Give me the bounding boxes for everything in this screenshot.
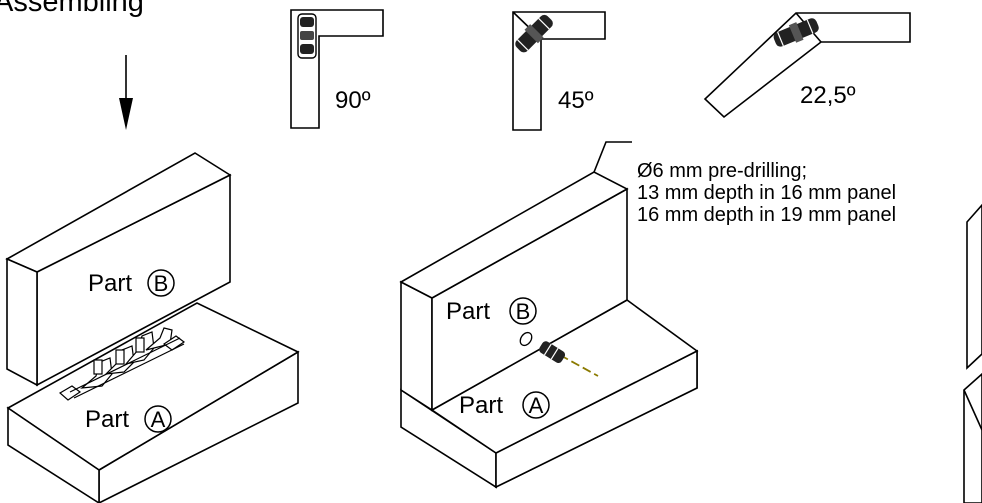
- part-b-mark: B: [147, 269, 175, 297]
- title: Assembling: [0, 0, 144, 18]
- svg-text:A: A: [529, 393, 544, 418]
- connector-icon: [297, 13, 317, 59]
- connector-icon: [539, 341, 566, 363]
- svg-text:B: B: [154, 271, 169, 296]
- left-part-a-label: Part: [85, 406, 129, 433]
- joint-22-5-diagram: [703, 12, 911, 119]
- left-part-b-box: [5, 152, 232, 387]
- note-line-2: 13 mm depth in 16 mm panel: [637, 182, 896, 204]
- connector-icon: [773, 18, 819, 47]
- left-part-a-box: [6, 302, 300, 503]
- svg-text:A: A: [151, 407, 166, 432]
- joint-45-diagram: [512, 11, 606, 131]
- part-a-mark: A: [522, 391, 550, 419]
- middle-part-a-box: [400, 299, 699, 489]
- note-line-1: Ø6 mm pre-drilling;: [637, 160, 807, 182]
- angle-22-5-label: 22,5º: [800, 82, 856, 109]
- right-partial-box-top: [966, 203, 982, 370]
- down-arrow-icon: [119, 55, 133, 130]
- svg-text:B: B: [516, 299, 531, 324]
- part-b-mark: B: [509, 297, 537, 325]
- middle-part-a-label: Part: [459, 392, 503, 419]
- connector-icon: [515, 14, 553, 53]
- angle-90-label: 90º: [335, 87, 371, 114]
- angle-45-label: 45º: [558, 87, 594, 114]
- note-line-3: 16 mm depth in 19 mm panel: [637, 204, 896, 226]
- drill-hole-icon: [519, 331, 599, 377]
- right-partial-box-bottom: [963, 372, 982, 503]
- left-part-b-label: Part: [88, 270, 132, 297]
- connector-row-icon: [58, 327, 186, 401]
- part-a-mark: A: [144, 405, 172, 433]
- joint-90-diagram: [290, 9, 384, 129]
- middle-part-b-label: Part: [446, 298, 490, 325]
